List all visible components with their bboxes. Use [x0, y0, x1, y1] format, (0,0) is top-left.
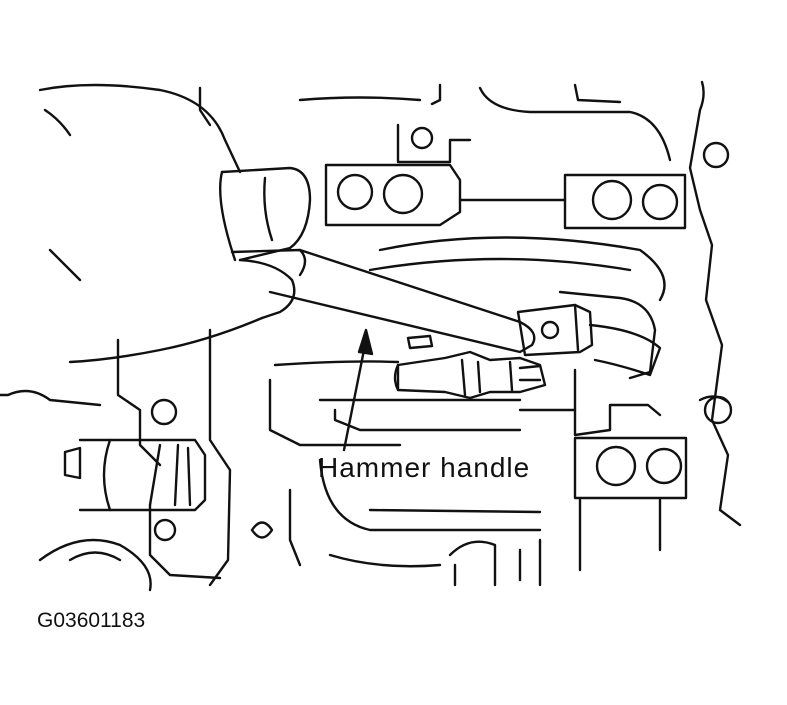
- upper-bearing-cap: [324, 123, 687, 230]
- hammer-head: [516, 303, 662, 377]
- hand-outline: [38, 83, 312, 364]
- crankshaft-journal: [368, 236, 666, 437]
- engine-block-outline: [198, 80, 742, 527]
- callout-arrow: [342, 328, 374, 452]
- figure-id-label: G03601183: [37, 609, 146, 632]
- left-engine-details: [0, 328, 302, 592]
- hammer-handle-label: Hammer handle: [318, 452, 531, 483]
- connecting-rod: [268, 334, 547, 447]
- hammer-handle: [230, 248, 536, 354]
- bottom-engine-details: [318, 141, 733, 587]
- lower-bearing-cap: [573, 436, 688, 572]
